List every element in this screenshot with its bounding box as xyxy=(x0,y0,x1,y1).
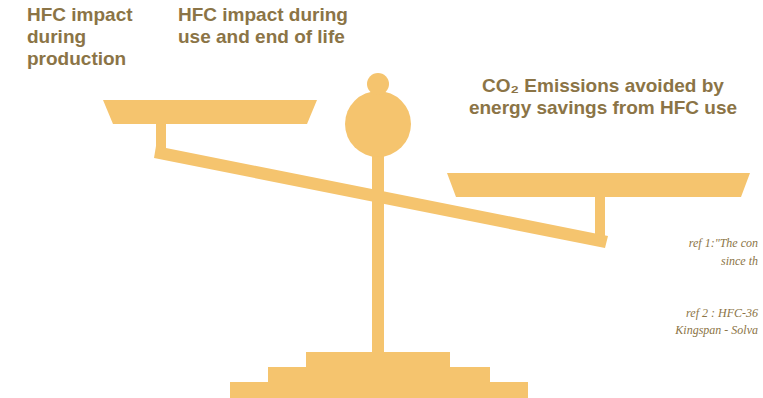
base-step xyxy=(268,367,490,383)
pan-heading: HFC impact during production xyxy=(27,4,152,70)
base-step xyxy=(306,352,450,368)
reference-note: ref 2 : HFC-36 xyxy=(686,306,758,320)
right-pan xyxy=(447,173,750,197)
base-step xyxy=(230,382,528,398)
reference-note: Kingspan - Solva xyxy=(675,323,758,337)
reference-note: since th xyxy=(721,254,758,268)
reference-note: ref 1:"The con xyxy=(689,236,758,250)
pivot xyxy=(345,91,411,157)
left-pan xyxy=(103,100,317,124)
right-hanger xyxy=(595,195,605,245)
post xyxy=(372,150,384,355)
pivot-knob xyxy=(367,73,389,95)
pan-heading: HFC impact during use and end of life xyxy=(178,4,348,48)
pan-heading: CO₂ Emissions avoided by energy savings … xyxy=(468,75,738,119)
